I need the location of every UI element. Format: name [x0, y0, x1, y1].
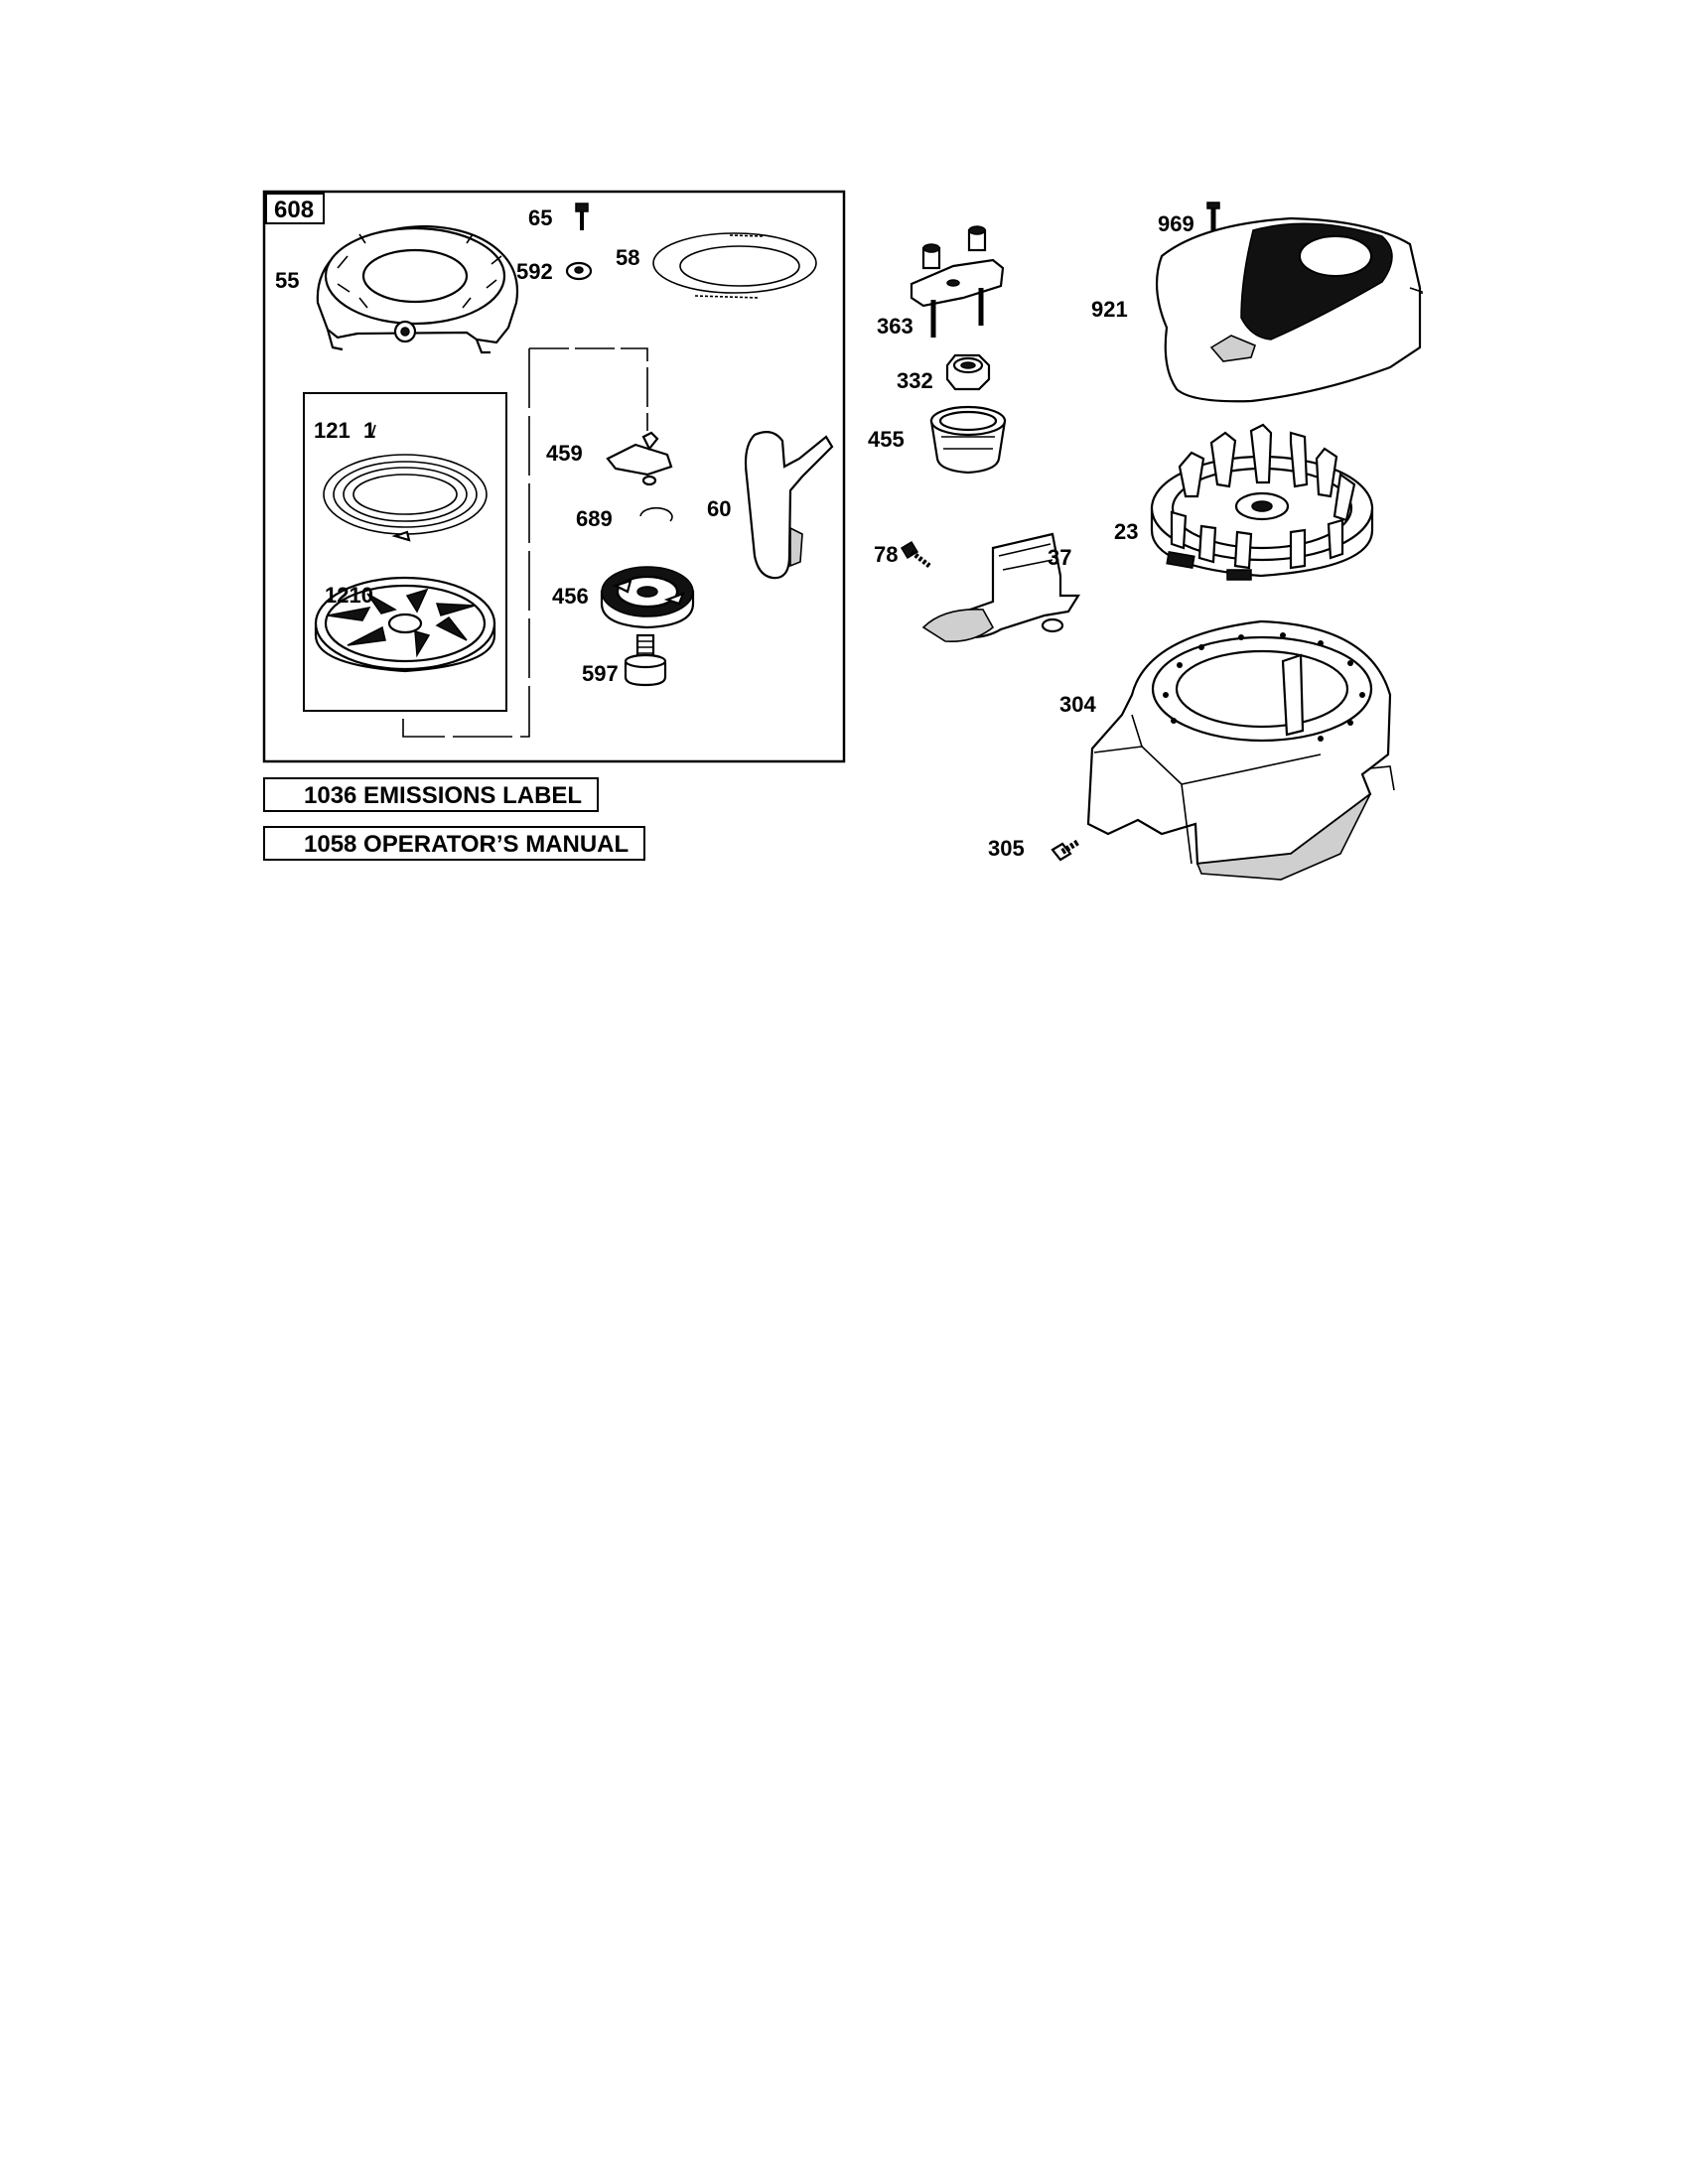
part-label-1210: 1210: [325, 583, 373, 608]
nut-592-drawing: [565, 261, 593, 281]
cover-921-drawing: [1155, 216, 1423, 403]
connector-line-459: [529, 347, 648, 431]
part-label-455: 455: [868, 427, 905, 452]
screw-78-drawing: [900, 540, 931, 568]
starter-housing-drawing: [316, 224, 519, 354]
part-label-23: 23: [1114, 519, 1138, 544]
kit-608-box: [262, 190, 846, 763]
part-label-459: 459: [546, 441, 583, 466]
connector-line-subbox: [402, 348, 530, 738]
manual-label-text: 1058 OPERATOR’S MANUAL: [304, 831, 629, 858]
part-label-456: 456: [552, 584, 589, 609]
part-label-121: 121: [314, 418, 351, 443]
kit-608-label-box: [265, 193, 325, 224]
emissions-label-text: 1036 EMISSIONS LABEL: [304, 782, 582, 809]
part-label-304: 304: [1059, 692, 1096, 717]
rope-58-drawing: [652, 232, 817, 299]
screw-969-drawing: [1206, 202, 1220, 230]
part-label-689: 689: [576, 506, 613, 531]
screw-65-drawing: [575, 203, 589, 230]
part-label-363: 363: [877, 314, 913, 339]
part-label-55: 55: [275, 268, 299, 293]
part-label-58: 58: [616, 245, 639, 270]
guard-37-drawing: [921, 532, 1080, 643]
spring-pulley-subbox: [303, 392, 507, 712]
part-label-597: 597: [582, 661, 619, 686]
cup-455-drawing: [929, 405, 1007, 475]
pulley-1210-drawing: [314, 576, 496, 673]
kit-608-number: 608: [274, 197, 314, 223]
nut-332-drawing: [945, 353, 991, 391]
part-label-60: 60: [707, 496, 731, 521]
bracket-363-drawing: [910, 225, 1005, 338]
part-label-969: 969: [1158, 211, 1194, 236]
manual-label-box: [263, 826, 645, 861]
part-label-78: 78: [874, 542, 898, 567]
part-label-305: 305: [988, 836, 1025, 861]
parts-diagram: 608 55 65 592 58 1: [262, 190, 1423, 881]
part-label-65: 65: [528, 205, 552, 230]
rewind-spring-121-drawing: [323, 424, 488, 542]
handle-60-drawing: [744, 430, 834, 580]
emissions-label-box: [263, 777, 599, 812]
pawl-459-drawing: [606, 431, 673, 486]
retainer-689-drawing: [639, 506, 673, 522]
part-label-1: 1: [363, 418, 375, 443]
part-label-332: 332: [897, 368, 933, 393]
part-label-592: 592: [516, 259, 553, 284]
screw-305-drawing: [1051, 839, 1080, 862]
flywheel-23-drawing: [1150, 423, 1374, 581]
housing-304-drawing: [1086, 619, 1395, 881]
screw-597-drawing: [624, 633, 667, 687]
part-label-921: 921: [1091, 297, 1128, 322]
ratchet-456-drawing: [600, 566, 695, 629]
part-label-37: 37: [1048, 545, 1071, 570]
